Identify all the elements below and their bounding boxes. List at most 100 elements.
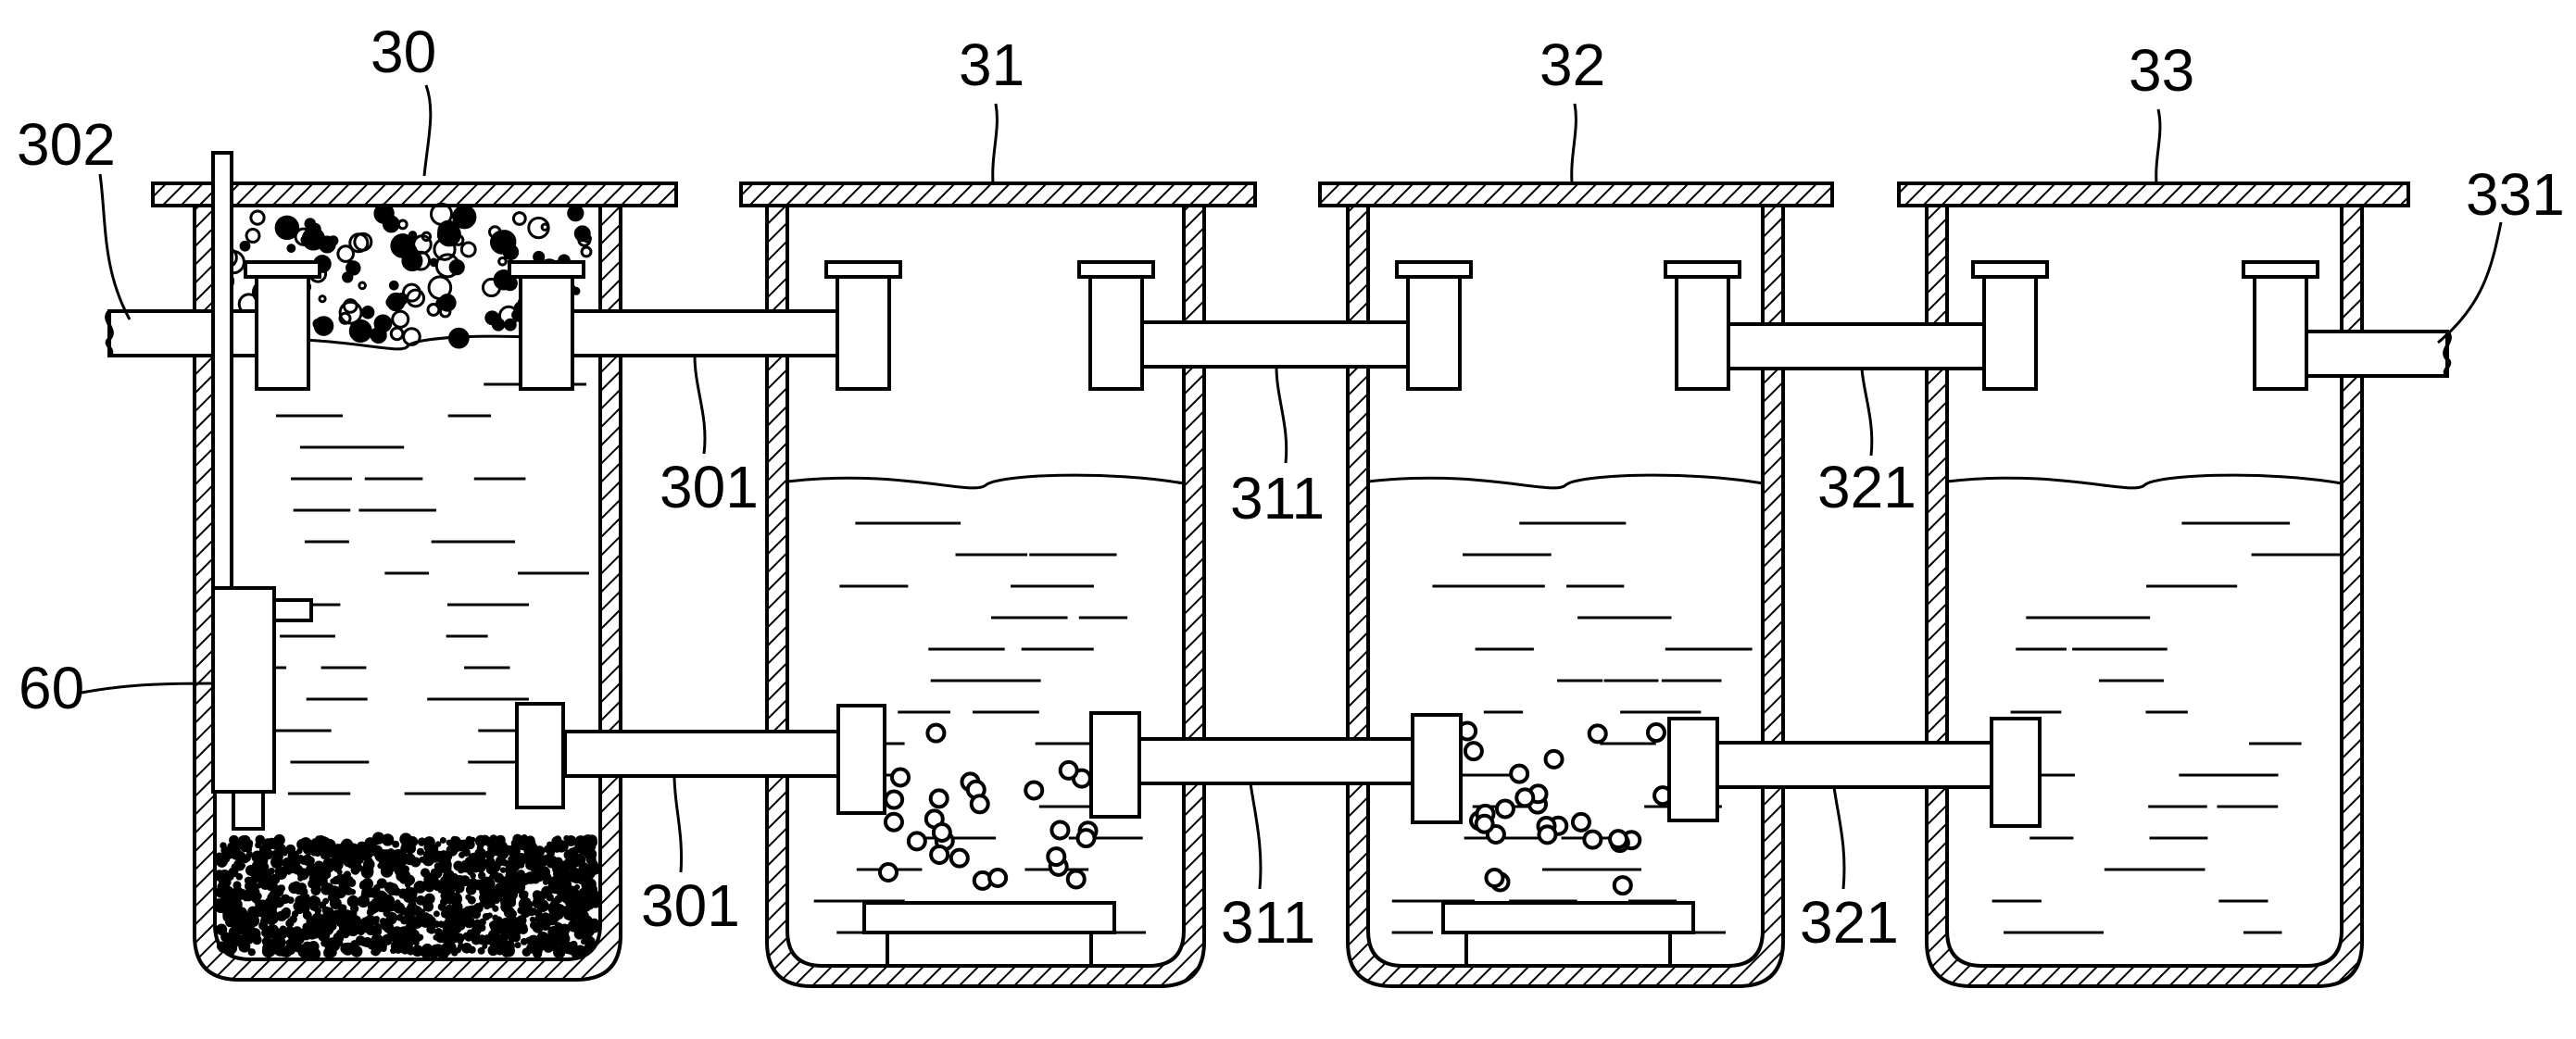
foam-bubble: [274, 215, 300, 241]
foam-bubble: [459, 241, 477, 258]
outlet-break: [2443, 330, 2452, 378]
sludge-dot: [346, 852, 358, 864]
sludge-dot: [351, 860, 362, 871]
upper-port-2-flange: [824, 260, 902, 279]
sludge-dot: [531, 874, 541, 884]
sludge-dot: [308, 895, 319, 905]
sludge-dot: [509, 916, 520, 926]
sludge-dot: [514, 942, 521, 949]
sludge-dot: [492, 905, 499, 912]
sludge-dot: [261, 838, 275, 851]
upper-port-6-body: [1982, 267, 2038, 391]
sludge-dot: [347, 845, 358, 855]
leaders-layer: [81, 84, 2503, 890]
tank-33-label: 33: [2129, 37, 2194, 104]
sludge-dot: [571, 949, 579, 958]
sludge-dot: [437, 903, 446, 911]
sludge-dot: [359, 917, 373, 930]
sludge-dot: [297, 843, 305, 850]
air-bubble: [928, 788, 949, 809]
sludge-dot: [319, 875, 325, 882]
sludge-dot: [491, 840, 500, 850]
air-bubble: [884, 789, 905, 810]
leader-line-4: [98, 173, 132, 320]
foam-bubble: [391, 309, 410, 329]
upper-port-2-body: [836, 267, 891, 391]
sludge-dot: [331, 895, 339, 904]
lower-pipe-311-label: 311: [1221, 889, 1315, 956]
sludge-dot: [573, 920, 587, 933]
foam-bubble: [434, 253, 460, 279]
sludge-dot: [267, 893, 275, 901]
sludge-dot: [440, 908, 450, 919]
sludge-dot: [433, 934, 439, 941]
sludge-dot: [263, 849, 274, 860]
sludge-dot: [357, 895, 371, 908]
sludge-dot: [369, 906, 378, 915]
sludge-dot: [277, 884, 286, 893]
foam-bubble: [353, 232, 373, 252]
foam-bubble: [540, 222, 549, 232]
sludge-dot: [266, 930, 274, 938]
tank-31-label: 31: [959, 31, 1024, 98]
sludge-dot: [373, 915, 380, 922]
air-bubble: [1537, 824, 1558, 845]
sludge-dot: [359, 880, 369, 889]
upper-port-0-flange: [244, 260, 321, 279]
sludge-dot: [499, 867, 507, 873]
sludge-dot: [453, 860, 464, 871]
sludge-dot: [439, 935, 446, 942]
upper-port-0-body: [255, 267, 310, 391]
upper-port-7: [2242, 260, 2319, 391]
sludge-dot: [249, 865, 258, 872]
sludge-dot: [457, 943, 465, 950]
inlet-pipe-label: 302: [17, 111, 116, 178]
sludge-dot: [469, 877, 478, 886]
sludge-dot: [534, 923, 544, 933]
sludge-dot: [400, 916, 408, 925]
sludge-dot: [261, 936, 272, 947]
sludge-dot: [464, 906, 471, 914]
sludge-dot: [243, 895, 249, 902]
sludge-dot: [330, 886, 338, 895]
sludge-dot: [568, 897, 579, 909]
foam-bubble: [308, 222, 321, 235]
tank-33-wall: [1925, 204, 2364, 988]
sludge-dot: [401, 941, 413, 953]
sludge-dot: [442, 945, 452, 957]
sludge-dot: [458, 851, 466, 858]
sludge-dot: [555, 933, 563, 941]
sludge-dot: [379, 918, 387, 925]
foam-bubble: [249, 209, 266, 226]
foam-bubble: [358, 281, 367, 291]
sludge-dot: [314, 907, 322, 915]
upper-port-7-body: [2253, 267, 2308, 391]
foam-bubble: [396, 219, 408, 231]
sludge-dot: [532, 897, 544, 909]
sludge-dot: [385, 883, 395, 891]
sludge-dot: [416, 847, 425, 856]
leader-line-8: [1860, 368, 1874, 457]
upper-pipe-301-label: 301: [660, 454, 759, 520]
sludge-dot: [319, 931, 327, 940]
sludge-dot: [262, 909, 274, 921]
sludge-dot: [457, 938, 463, 945]
sludge-dot: [389, 849, 401, 861]
sludge-dot: [484, 849, 496, 860]
foam-bubble: [527, 216, 550, 240]
sludge-dot: [495, 872, 502, 880]
upper-port-3: [1077, 260, 1155, 391]
lower-pipe-321-label: 321: [1800, 889, 1899, 956]
air-bubble: [1024, 780, 1045, 801]
air-bubble: [1514, 787, 1536, 808]
sludge-dot: [310, 929, 320, 939]
sludge-dot: [340, 909, 353, 922]
air-bubble: [1484, 868, 1505, 889]
upper-port-1: [508, 260, 585, 391]
sludge-dot: [508, 925, 521, 938]
sludge-dot: [228, 867, 239, 878]
sludge-dot: [377, 905, 384, 912]
sludge-dot: [322, 907, 334, 919]
leader-line-9: [672, 775, 684, 873]
leader-line-0: [422, 84, 433, 177]
